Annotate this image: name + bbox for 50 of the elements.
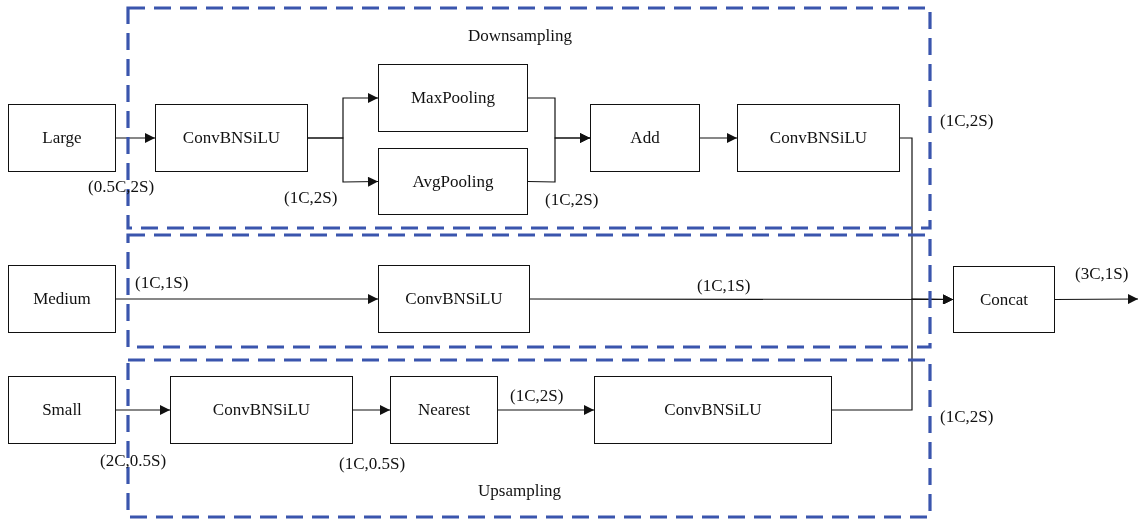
node-label: ConvBNSiLU: [664, 400, 762, 420]
node-label: Nearest: [418, 400, 470, 420]
arrow: [527, 133, 591, 183]
shape-annotation: (0.5C,2S): [88, 178, 155, 197]
process-box: [170, 376, 353, 444]
arrow: [307, 137, 379, 187]
process-box: [8, 104, 116, 172]
node-label: Small: [42, 400, 82, 420]
arrow: [497, 405, 595, 415]
process-box: [594, 376, 832, 444]
node-label: Medium: [33, 289, 91, 309]
edge-label: (1C,1S): [133, 274, 191, 293]
dashed-group-frame: [128, 235, 930, 347]
node-label: ConvBNSiLU: [405, 289, 503, 309]
edge-label: (1C,2S): [508, 387, 566, 406]
process-box: [378, 148, 528, 215]
node-label: ConvBNSiLU: [212, 400, 311, 420]
process-box: [590, 104, 700, 172]
group-title: Upsampling: [478, 481, 562, 501]
edge-label: (1C,1S): [695, 277, 753, 296]
process-box: [378, 64, 528, 132]
shape-annotation: (1C,2S): [940, 408, 994, 427]
group-title: Downsampling: [468, 26, 572, 46]
arrow: [115, 405, 171, 415]
shape-annotation: (1C,2S): [545, 191, 599, 210]
node-label: Add: [630, 128, 660, 148]
node-label: ConvBNSiLU: [182, 128, 281, 148]
arrow: [831, 294, 954, 411]
arrow: [115, 133, 156, 143]
process-box: [8, 376, 116, 444]
process-box: [8, 265, 116, 333]
shape-annotation: (1C,2S): [940, 112, 994, 131]
process-box: [378, 265, 530, 333]
edge-label: (3C,1S): [1073, 265, 1131, 284]
node-label: MaxPooling: [410, 88, 496, 108]
process-box: [390, 376, 498, 444]
arrow: [1054, 294, 1139, 305]
arrow: [699, 133, 738, 143]
node-label: Concat: [979, 289, 1029, 310]
shape-annotation: (1C,2S): [284, 189, 338, 208]
arrow: [115, 294, 379, 304]
node-label: Large: [42, 128, 82, 148]
shape-annotation: (1C,0.5S): [339, 455, 406, 474]
node-label: ConvBNSiLU: [769, 128, 868, 148]
shape-annotation: (2C,0.5S): [100, 452, 167, 471]
process-box: [737, 104, 900, 172]
process-box: [155, 104, 308, 172]
process-box: [953, 266, 1055, 333]
node-label: AvgPooling: [412, 171, 494, 192]
arrow: [352, 405, 391, 415]
